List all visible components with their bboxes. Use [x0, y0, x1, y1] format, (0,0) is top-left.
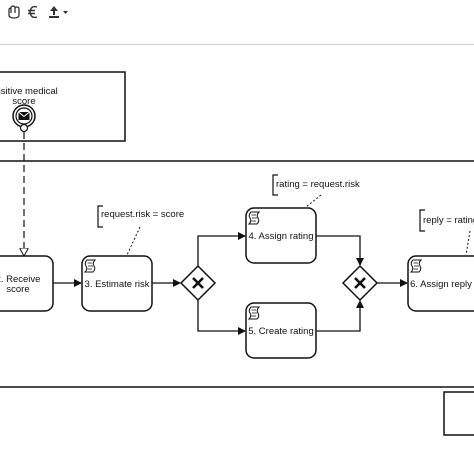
annotation-request-risk[interactable]: request.risk = score — [97, 205, 184, 256]
message-flow-source — [19, 123, 29, 133]
flow-create-to-join — [316, 300, 364, 332]
x-icon — [354, 277, 366, 289]
script-icon — [247, 211, 261, 225]
euro-tool-button[interactable] — [26, 2, 40, 22]
euro-icon — [28, 5, 38, 19]
script-icon — [83, 259, 97, 273]
script-icon — [409, 259, 423, 273]
task-assign-rating-label: 4. Assign rating — [249, 231, 314, 242]
chevron-down-icon — [63, 11, 68, 14]
task-assign-reply[interactable]: 6. Assign reply — [407, 255, 474, 312]
flow-gateway-to-assign — [197, 232, 246, 266]
script-icon — [247, 306, 261, 320]
annotation-rating-text: rating = request.risk — [276, 179, 360, 190]
export-button[interactable] — [48, 2, 72, 22]
task-create-rating-label: 5. Create rating — [248, 326, 313, 337]
task-receive-score-label-line1: 2. Receive — [0, 274, 40, 285]
x-icon — [192, 277, 204, 289]
flow-assign-to-join — [316, 235, 364, 266]
task-receive-score-label-line2: score — [6, 284, 29, 295]
annotation-reply-text: reply = rating — [423, 215, 474, 226]
task-estimate-risk[interactable]: 3. Estimate risk — [81, 255, 153, 312]
annotation-reply[interactable]: reply = rating — [419, 209, 474, 256]
hand-tool-button[interactable] — [6, 2, 22, 22]
task-assign-reply-label: 6. Assign reply — [410, 279, 472, 290]
upload-icon — [49, 6, 68, 18]
task-assign-rating[interactable]: 4. Assign rating — [245, 207, 317, 264]
envelope-icon — [18, 111, 30, 120]
annotation-request-risk-text: request.risk = score — [101, 209, 184, 220]
hand-icon — [8, 5, 20, 19]
message-start-event[interactable] — [12, 104, 36, 128]
exclusive-gateway-split[interactable] — [179, 264, 217, 302]
exclusive-gateway-join[interactable] — [341, 264, 379, 302]
bottom-right-element[interactable] — [443, 391, 474, 436]
sequence-flows — [53, 232, 408, 335]
top-pool-label-line1: ensitive medical — [0, 86, 58, 97]
task-create-rating[interactable]: 5. Create rating — [245, 302, 317, 359]
flow-gateway-to-create — [197, 300, 246, 335]
toolbar — [0, 0, 474, 30]
top-pool-label-line2: score — [12, 96, 35, 107]
task-receive-score[interactable]: 2. Receive score — [0, 255, 54, 312]
task-estimate-risk-label: 3. Estimate risk — [85, 279, 150, 290]
annotation-rating[interactable]: rating = request.risk — [272, 174, 360, 208]
main-pool[interactable] — [0, 160, 474, 388]
toolbar-separator — [0, 44, 474, 45]
